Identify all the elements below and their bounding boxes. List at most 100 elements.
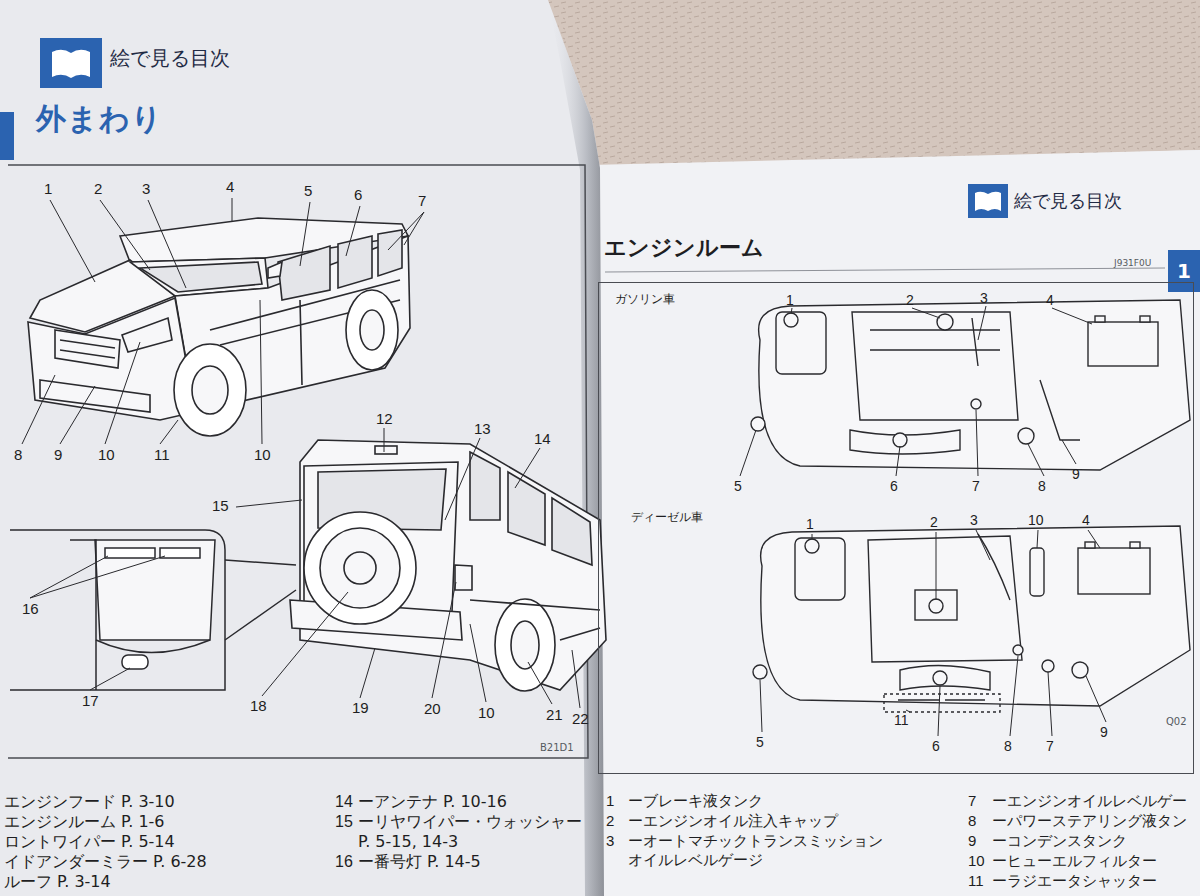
- callout-number: 21: [546, 706, 563, 725]
- index-entry: ー番号灯 P. 14-5: [358, 852, 481, 872]
- index-entry: ーエンジンオイル注入キャップ: [628, 812, 838, 831]
- leader-lines: [740, 306, 1092, 476]
- callout-number: 4: [226, 178, 234, 197]
- variant-caption: ガソリン車: [615, 291, 675, 308]
- license-lamp-inset: [10, 530, 296, 690]
- chapter-tab: [0, 112, 14, 160]
- book-icon: [40, 38, 102, 88]
- callout-number: 16: [22, 600, 39, 619]
- index-entry: ーオートマチックトランスミッション オイルレベルゲージ: [628, 832, 893, 870]
- callout-number: 3: [980, 290, 988, 308]
- callout-number: 1: [786, 292, 794, 310]
- callout-number: 17: [82, 692, 99, 711]
- callout-number: 7: [1046, 738, 1054, 756]
- callout-number: 14: [534, 430, 551, 449]
- chapter-tab: 1: [1168, 250, 1200, 292]
- index-number: 9: [968, 832, 976, 851]
- callout-number: 2: [930, 514, 938, 532]
- index-entry: ーコンデンスタンク: [992, 832, 1127, 851]
- diesel-engine-bay: [753, 526, 1190, 712]
- callout-number: 4: [1082, 512, 1090, 530]
- index-number: 14: [335, 792, 353, 812]
- index-entry: ルーフ P. 3-14: [4, 872, 111, 892]
- callout-number: 7: [972, 478, 980, 496]
- callout-number: 2: [94, 180, 102, 199]
- callout-number: 7: [418, 192, 426, 211]
- callout-number: 13: [474, 420, 491, 439]
- index-number: 1: [606, 792, 614, 811]
- callout-number: 11: [154, 446, 170, 465]
- page-gutter: [548, 0, 604, 896]
- callout-number: 9: [54, 446, 62, 465]
- callout-number: 4: [1046, 292, 1054, 310]
- callout-number: 10: [1028, 512, 1044, 530]
- index-number: 16: [335, 852, 353, 872]
- wallpaper: [548, 0, 1200, 168]
- callout-number: 5: [756, 734, 764, 752]
- index-entry: エンジンフード P. 3-10: [4, 792, 175, 812]
- figure-code: B21D1: [540, 742, 574, 755]
- index-entry: ロントワイパー P. 5-14: [4, 832, 175, 852]
- callout-number: 6: [890, 478, 898, 496]
- rule-line: [605, 268, 1165, 272]
- variant-caption: ディーゼル車: [631, 509, 703, 526]
- index-entry: ーエンジンオイルレベルゲー: [992, 792, 1187, 811]
- callout-number: 3: [970, 512, 978, 530]
- leader-lines: [22, 198, 580, 708]
- index-entry: ーアンテナ P. 10-16: [358, 792, 507, 812]
- callout-number: 11: [894, 712, 909, 730]
- callout-number: 5: [734, 478, 742, 496]
- callout-number: 6: [354, 186, 362, 205]
- index-entry: ーヒューエルフィルター: [992, 852, 1157, 871]
- callout-number: 22: [572, 710, 589, 729]
- index-entry: ーブレーキ液タンク: [628, 792, 763, 811]
- callout-number: 8: [14, 446, 22, 465]
- callout-number: 19: [352, 699, 369, 718]
- index-entry: ーパワーステアリング液タン: [992, 812, 1187, 831]
- index-number: 7: [968, 792, 976, 811]
- callout-number: 9: [1072, 466, 1080, 484]
- callout-number: 8: [1038, 478, 1046, 496]
- callout-number: 15: [212, 497, 229, 516]
- callout-number: 5: [304, 182, 312, 201]
- chapter-number: 1: [1177, 259, 1191, 283]
- callout-number: 12: [376, 410, 393, 429]
- car-rear-view: [290, 440, 606, 691]
- callout-number: 10: [478, 704, 495, 723]
- index-number: 8: [968, 812, 976, 831]
- index-entry: ーリヤワイパー・ウォッシャー P. 5-15, 14-3: [358, 812, 590, 852]
- callout-number: 1: [806, 516, 814, 534]
- leader-lines: [760, 530, 1106, 736]
- callout-number: 6: [932, 738, 940, 756]
- right-page: [590, 150, 1200, 896]
- section-heading: エンジンルーム: [604, 234, 764, 262]
- figure-code: J931F0U: [1114, 258, 1151, 269]
- index-entry: イドアンダーミラー P. 6-28: [4, 852, 207, 872]
- callout-number: 8: [1004, 738, 1012, 756]
- book-icon: [968, 184, 1008, 218]
- index-number: 15: [335, 812, 353, 832]
- index-entry: エンジンルーム P. 1-6: [4, 812, 165, 832]
- callout-number: 1: [44, 180, 52, 199]
- gasoline-engine-bay: [751, 300, 1190, 470]
- figure-code: Q02: [1166, 716, 1187, 729]
- section-heading: 外まわり: [36, 100, 163, 138]
- car-front-view: [28, 218, 410, 436]
- badge-title: 絵で見る目次: [1014, 190, 1122, 213]
- index-number: 2: [606, 812, 614, 831]
- figure-frame: ガソリン車ディーゼル車: [598, 282, 1194, 774]
- index-number: 10: [968, 852, 985, 871]
- callout-number: 10: [254, 446, 271, 465]
- callout-number: 10: [98, 446, 115, 465]
- callout-number: 2: [906, 292, 914, 310]
- index-number: 11: [968, 872, 984, 891]
- index-entry: ーラジエータシャッター: [992, 872, 1157, 891]
- callout-number: 3: [142, 180, 150, 199]
- badge-title: 絵で見る目次: [110, 46, 230, 71]
- callout-number: 18: [250, 697, 267, 716]
- callout-number: 9: [1100, 724, 1108, 742]
